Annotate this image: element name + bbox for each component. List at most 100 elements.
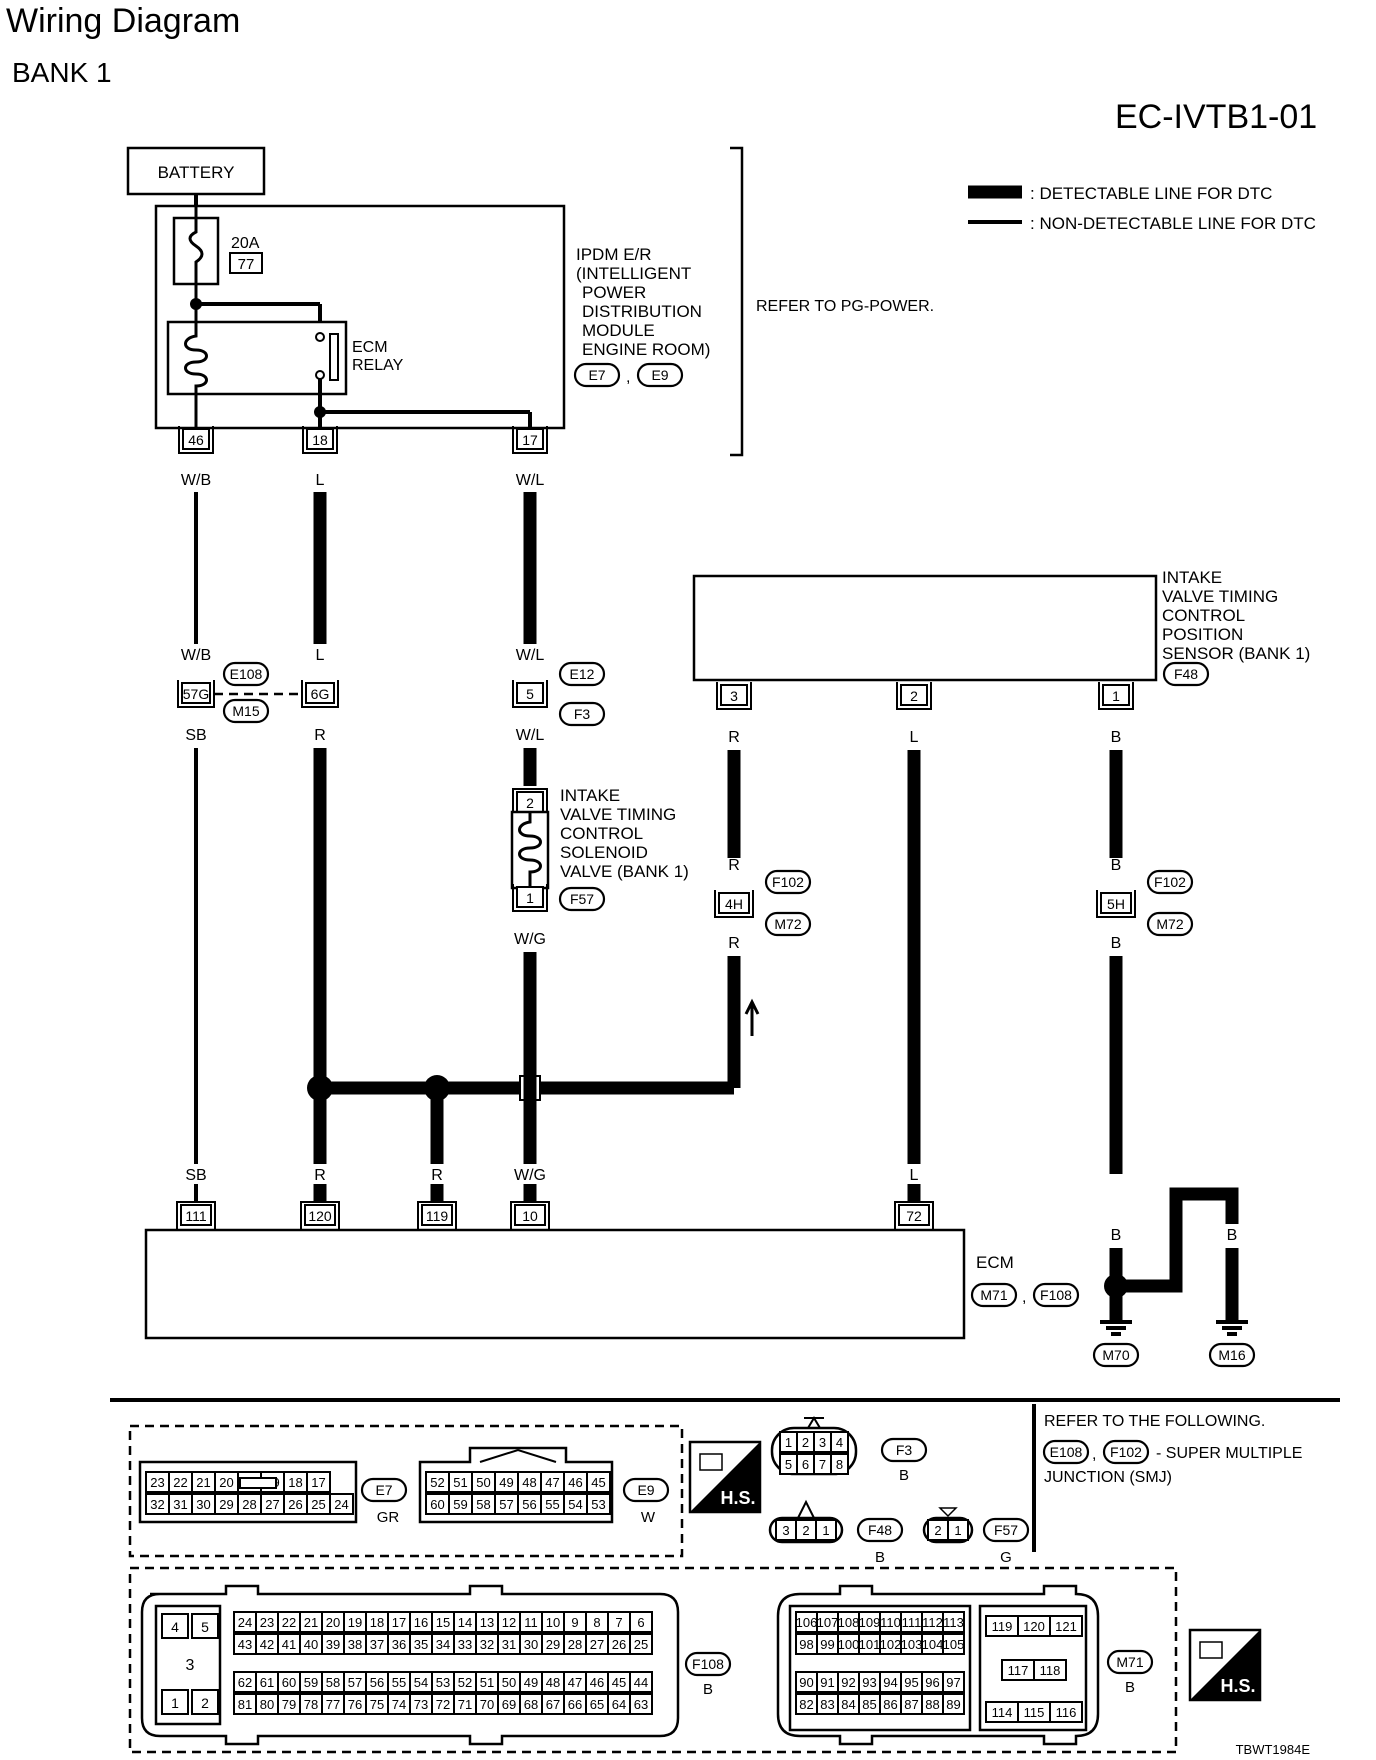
e7-row2-cell <box>329 1493 354 1515</box>
joint-pin-57g-box <box>181 682 211 704</box>
solenoid-name-line: CONTROL <box>560 824 643 843</box>
relay-contact-bottom <box>315 370 325 380</box>
connector-m15-outline <box>222 698 270 724</box>
f108-row3-pin: 57 <box>348 1675 362 1690</box>
e7-row2-pin: 29 <box>219 1497 233 1512</box>
ground-m70-label: M70 <box>1092 1342 1140 1368</box>
joint-pin-5h-bracket <box>1096 890 1136 918</box>
f108-row2-pin: 25 <box>634 1637 648 1652</box>
connector-f102-b-label: F102 <box>1154 874 1186 890</box>
e7-row1-pin: 22 <box>173 1475 187 1490</box>
refer-bracket <box>730 146 744 457</box>
e7-row1-pin: 20 <box>219 1475 233 1490</box>
f108-row1-pin: 23 <box>260 1615 274 1630</box>
f3-label-label: F3 <box>896 1442 913 1458</box>
f108-row2-pin: 39 <box>326 1637 340 1652</box>
fuse-number-box <box>229 252 263 274</box>
solenoid-pin-2-number: 2 <box>526 795 534 811</box>
e9-row2-pin: 53 <box>591 1497 605 1512</box>
e7-row1-cell <box>306 1471 331 1493</box>
fuse-icon <box>188 206 204 300</box>
ecm-connector-m71: M71 <box>970 1282 1018 1308</box>
f108-row1-cell <box>629 1611 653 1633</box>
m71-row1-pin: 109 <box>859 1615 881 1630</box>
ipdm-connector-e9: E9 <box>636 362 684 388</box>
connector-f102-b: F102 <box>1146 869 1194 895</box>
sensor-name-line: CONTROL <box>1162 606 1245 625</box>
f48-label-label: F48 <box>868 1522 892 1538</box>
e9-row2-cell <box>586 1493 611 1515</box>
ipdm-pin-17-bracket <box>512 426 548 454</box>
f108-row2-pin: 29 <box>546 1637 560 1652</box>
connector-m72-a: M72 <box>764 911 812 937</box>
f3-row1-cell <box>830 1431 849 1453</box>
refer-following-title: REFER TO THE FOLLOWING. <box>1044 1413 1265 1430</box>
ecm-pin-120-number: 120 <box>308 1208 332 1224</box>
f3-row1-pin: 4 <box>836 1435 843 1450</box>
joint-pin-5h-box <box>1100 892 1132 914</box>
f108-row3-pin: 58 <box>326 1675 340 1690</box>
m71-right-mid-pin: 117 <box>1008 1663 1029 1678</box>
f3-row1-pin: 3 <box>819 1435 826 1450</box>
relay-contact-top <box>315 332 325 342</box>
e9-row2-pin: 58 <box>476 1497 490 1512</box>
solenoid-pin-1-box <box>516 886 544 908</box>
connector-e108: E108 <box>222 661 270 687</box>
connector-e108-outline <box>222 661 270 687</box>
f48-pin: 3 <box>782 1523 789 1538</box>
ipdm-pin-46-number: 46 <box>188 432 204 448</box>
e9-label: E9 <box>622 1477 670 1503</box>
comma: , <box>626 369 630 386</box>
f108-row1-pin: 24 <box>238 1615 252 1630</box>
ecm-pin-111-box <box>180 1204 212 1226</box>
refer-e108-label: E108 <box>1050 1444 1083 1460</box>
solenoid-name-line: INTAKE <box>560 786 620 805</box>
sensor-pin-1-number: 1 <box>1112 688 1120 704</box>
refer-f102-label: F102 <box>1110 1444 1142 1460</box>
f108-row3-pin: 61 <box>260 1675 274 1690</box>
sensor-name-line: SENSOR (BANK 1) <box>1162 644 1310 663</box>
ipdm-name-line: (INTELLIGENT <box>576 264 691 283</box>
sensor-wire-label-l: L <box>910 729 919 746</box>
connector-f3: F3 <box>558 701 606 727</box>
f108-row4-pin: 69 <box>502 1697 516 1712</box>
m71-row3-pin: 92 <box>841 1675 855 1690</box>
e9-row1-pin: 48 <box>522 1475 536 1490</box>
f108-cell-1 <box>161 1689 189 1715</box>
f108-row2-pin: 30 <box>524 1637 538 1652</box>
connector-f57-outline <box>558 886 606 912</box>
e9-row1-pin: 50 <box>476 1475 490 1490</box>
m71-row3-pin: 94 <box>883 1675 897 1690</box>
m71-row1-pin: 106 <box>796 1615 818 1630</box>
hs-icon-2-label: H.S. <box>1220 1676 1255 1696</box>
f108-row2-pin: 36 <box>392 1637 406 1652</box>
ecm-pin-120-box <box>304 1204 336 1226</box>
f108-row1-pin: 20 <box>326 1615 340 1630</box>
m71-row2-pin: 99 <box>820 1637 834 1652</box>
e7-row2-pin: 25 <box>311 1497 325 1512</box>
joint-pin-4h-box <box>718 892 750 914</box>
solenoid-pin-1-number: 1 <box>526 890 534 906</box>
battery-label: BATTERY <box>158 163 235 182</box>
f108-cell-5 <box>191 1613 219 1639</box>
connector-e108-label: E108 <box>230 666 263 682</box>
connector-f48-label: F48 <box>1174 666 1198 682</box>
f108-row1-pin: 12 <box>502 1615 516 1630</box>
f108-row1-pin: 11 <box>524 1615 538 1630</box>
ipdm-pin-46-box <box>182 428 210 450</box>
joint-pin-4h-number: 4H <box>725 896 743 912</box>
ipdm-connector-e7-label: E7 <box>588 367 605 383</box>
sensor-pin-3-bracket <box>716 682 752 710</box>
f108-row3-pin: 45 <box>612 1675 626 1690</box>
ecm-connector-m71-outline <box>970 1282 1018 1308</box>
f108-row4-pin: 68 <box>524 1697 538 1712</box>
ecm-wire-label-1: R <box>314 1167 326 1184</box>
ecm-relay-label-2: RELAY <box>352 357 404 374</box>
wire-label-w-g: W/G <box>514 931 546 948</box>
e7-row1-pin: 18 <box>288 1475 302 1490</box>
f108-row4-pin: 70 <box>480 1697 494 1712</box>
wire-label-w46-mid: W/B <box>181 647 211 664</box>
ipdm-pin-18-bracket <box>302 426 338 454</box>
hs-icon-2-connector-icon <box>1199 1641 1223 1659</box>
ground-wire-label-3: B <box>1227 1227 1238 1244</box>
